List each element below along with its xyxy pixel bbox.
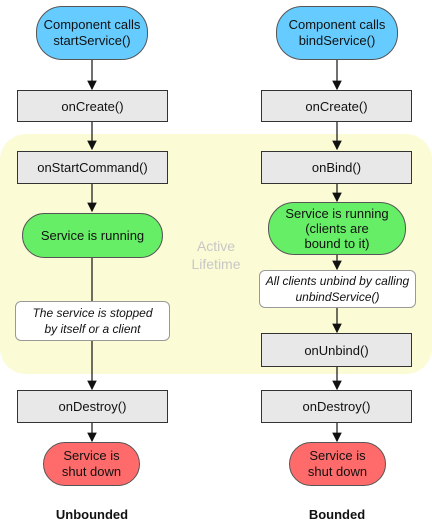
bounded-oncreate-box: onCreate()	[261, 90, 412, 122]
bounded-start-node: Component calls bindService()	[276, 6, 398, 60]
bounded-onunbind-box: onUnbind()	[261, 333, 412, 367]
unbounded-column-title: Unbounded	[55, 507, 129, 522]
unbounded-start-node: Component calls startService()	[36, 6, 148, 60]
bounded-running-node: Service is running (clients are bound to…	[268, 202, 406, 255]
unbounded-running-node: Service is running	[22, 213, 163, 258]
bounded-unbind-note: All clients unbind by calling unbindServ…	[259, 270, 416, 308]
unbounded-shutdown-node: Service is shut down	[43, 442, 140, 486]
unbounded-onstartcommand-box: onStartCommand()	[17, 151, 168, 184]
unbounded-oncreate-box: onCreate()	[17, 90, 168, 122]
bounded-onbind-box: onBind()	[261, 151, 412, 184]
unbounded-ondestroy-box: onDestroy()	[17, 390, 168, 423]
bounded-ondestroy-box: onDestroy()	[261, 390, 412, 423]
active-lifetime-label: Active Lifetime	[191, 238, 241, 272]
bounded-column-title: Bounded	[308, 507, 366, 522]
bounded-shutdown-node: Service is shut down	[289, 442, 386, 486]
unbounded-stopped-note: The service is stopped by itself or a cl…	[15, 301, 170, 341]
